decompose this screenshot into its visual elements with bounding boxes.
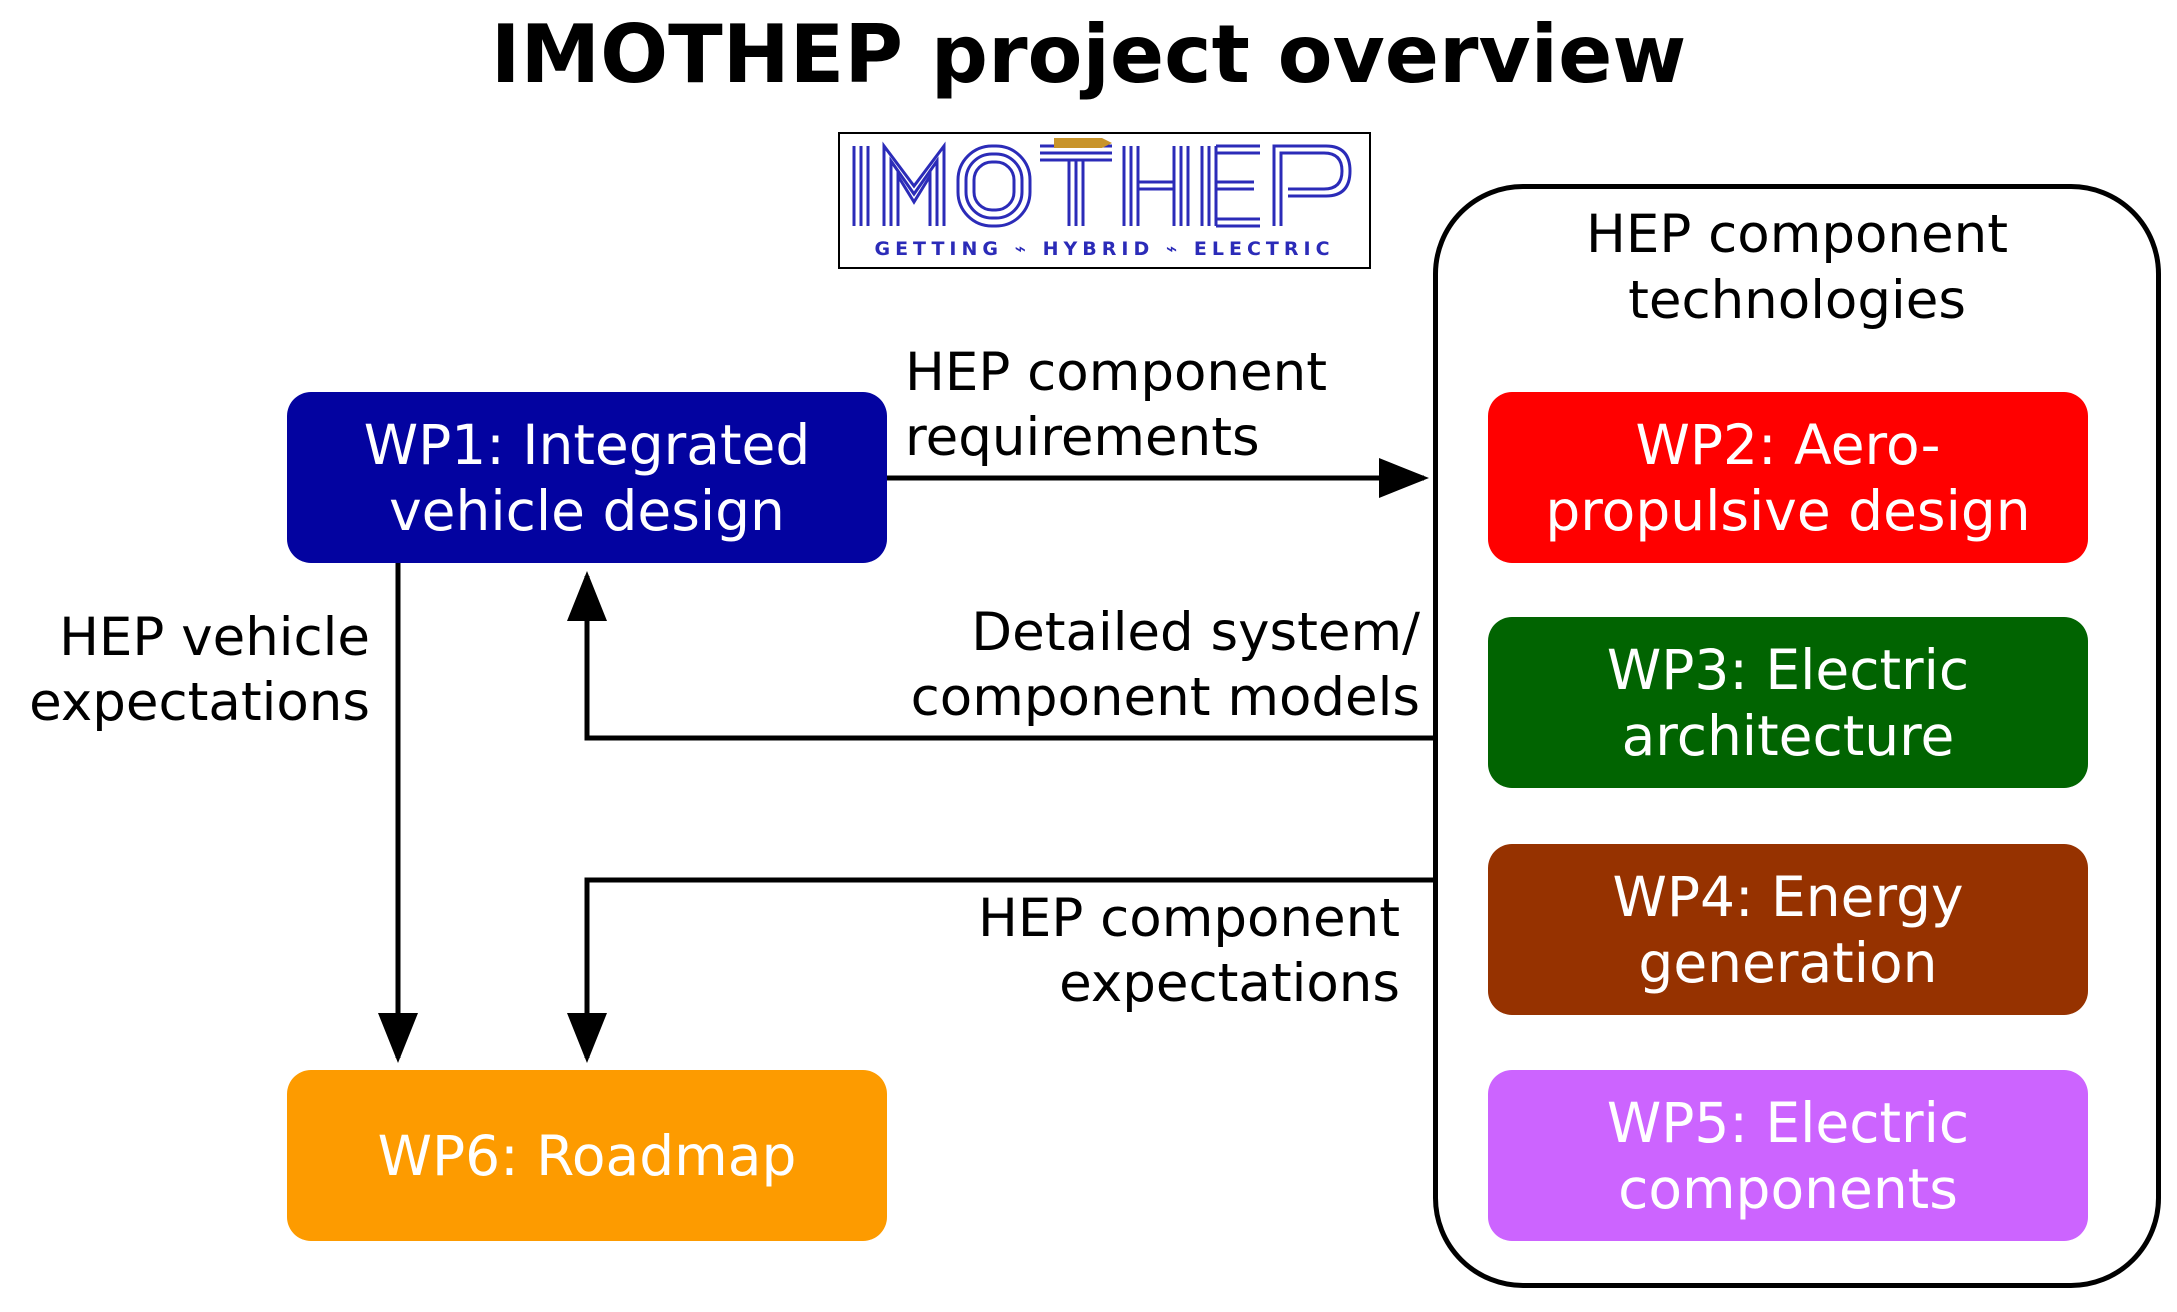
wp3-box: WP3: Electric architecture bbox=[1488, 617, 2088, 788]
component-expectations-arrow bbox=[567, 877, 1433, 1063]
component-expectations-label: HEP component expectations bbox=[978, 888, 1400, 1014]
wp2-box: WP2: Aero- propulsive design bbox=[1488, 392, 2088, 563]
imothep-logo: GETTING ⌁ HYBRID ⌁ ELECTRIC bbox=[838, 132, 1371, 269]
component-technologies-group bbox=[1433, 184, 2161, 1288]
models-label: Detailed system/ component models bbox=[910, 602, 1420, 728]
wp1-box: WP1: Integrated vehicle design bbox=[287, 392, 887, 563]
wp4-box: WP4: Energy generation bbox=[1488, 844, 2088, 1015]
group-title: HEP component technologies bbox=[1586, 204, 2008, 331]
logo-wordmark-graphic bbox=[852, 138, 1352, 228]
aircraft-icon bbox=[1054, 138, 1112, 148]
wp5-box: WP5: Electric components bbox=[1488, 1070, 2088, 1241]
models-arrow bbox=[567, 571, 1433, 741]
logo-tagline: GETTING ⌁ HYBRID ⌁ ELECTRIC bbox=[874, 238, 1335, 260]
requirements-label: HEP component requirements bbox=[905, 342, 1327, 468]
vehicle-expectations-label: HEP vehicle expectations bbox=[29, 607, 370, 733]
page-title: IMOTHEP project overview bbox=[490, 8, 1687, 101]
wp6-box: WP6: Roadmap bbox=[287, 1070, 887, 1241]
